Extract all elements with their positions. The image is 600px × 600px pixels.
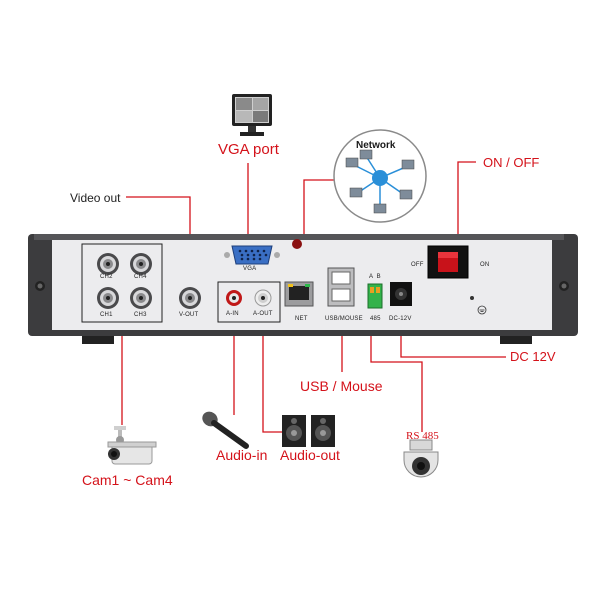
network-diagram-icon — [333, 129, 427, 223]
audio-in-callout: Audio-in — [216, 447, 268, 463]
dvr-rear-panel — [28, 234, 578, 344]
vga-port-callout: VGA port — [218, 141, 279, 158]
power-switch — [427, 245, 469, 279]
label-ch3: CH3 — [134, 312, 147, 318]
bnc-ch1 — [97, 287, 119, 309]
bullet-camera-icon — [107, 426, 157, 465]
bnc-v-out — [179, 287, 201, 309]
label-net: NET — [295, 316, 308, 322]
bnc-ch3 — [130, 287, 152, 309]
audio-group-box — [217, 281, 281, 323]
monitor-icon — [232, 94, 272, 136]
leader-audio-out — [262, 305, 283, 433]
label-ch2: CH2 — [100, 274, 113, 280]
vga-connector — [224, 245, 280, 265]
label-a-out: A-OUT — [253, 311, 273, 317]
ch-group-box — [81, 243, 163, 323]
label-dc12v: DC-12V — [389, 316, 412, 322]
label-ch4: CH4 — [134, 274, 147, 280]
cam1-cam4-callout: Cam1 ~ Cam4 — [82, 472, 173, 488]
rca-a-in — [226, 290, 242, 306]
foot-left — [82, 336, 114, 344]
net-port — [284, 281, 314, 307]
dc-jack — [390, 282, 412, 306]
label-off: OFF — [411, 262, 424, 268]
label-on: ON — [480, 262, 490, 268]
usb-mouse-callout: USB / Mouse — [300, 378, 383, 394]
leader-onoff — [457, 161, 476, 250]
leader-rs485 — [370, 320, 423, 432]
ptz-dome-camera-icon — [403, 439, 439, 478]
label-ch1: CH1 — [100, 312, 113, 318]
usb-ports — [327, 267, 355, 307]
label-a-in: A-IN — [226, 311, 239, 317]
rca-a-out — [254, 289, 272, 307]
label-485: 485 — [370, 316, 381, 322]
label-usb-mouse: USB/MOUSE — [325, 316, 363, 322]
foot-right — [500, 336, 532, 344]
network-callout: Network — [356, 140, 396, 151]
rear-indicator-dot — [292, 239, 302, 249]
on-off-callout: ON / OFF — [483, 155, 540, 170]
ground-hole — [470, 296, 474, 300]
label-v-out: V-OUT — [179, 312, 199, 318]
speakers-icon — [282, 415, 335, 447]
rs485-terminal — [367, 283, 383, 309]
microphone-icon — [202, 411, 249, 449]
label-vga: VGA — [243, 266, 257, 272]
label-ab: A B — [369, 274, 381, 280]
ground-symbol-icon — [477, 305, 487, 315]
audio-out-callout: Audio-out — [280, 447, 340, 463]
rs485-callout: RS 485 — [406, 430, 439, 442]
dc-12v-callout: DC 12V — [510, 349, 556, 364]
bnc-ch4 — [130, 253, 152, 275]
video-out-callout: Video out — [70, 191, 121, 205]
bnc-ch2 — [97, 253, 119, 275]
